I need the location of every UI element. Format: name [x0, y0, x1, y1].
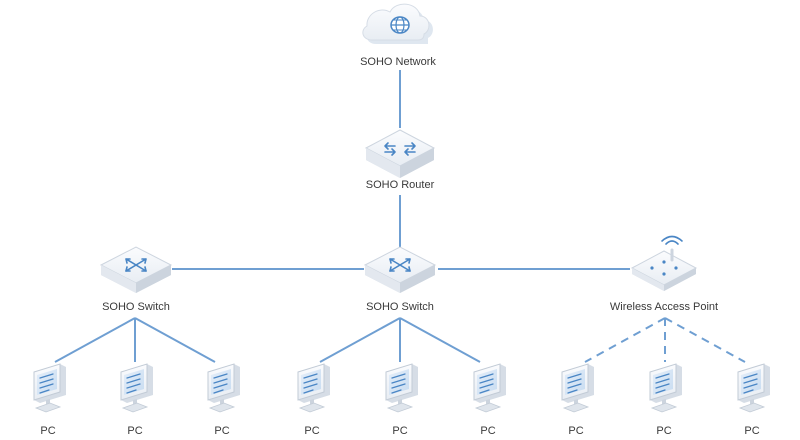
access-point-node[interactable]: Wireless Access Point	[610, 235, 718, 314]
switch-left-node[interactable]: SOHO Switch	[99, 246, 173, 313]
pc-node[interactable]: PC	[297, 363, 330, 437]
pc-label: PC	[214, 425, 229, 437]
pc-icon	[561, 363, 594, 413]
pc-icon	[297, 363, 330, 413]
pc-group: PC PC PC PC PC PC PC PC PC	[33, 363, 770, 437]
pc-node[interactable]: PC	[385, 363, 418, 437]
access-point-label: Wireless Access Point	[610, 301, 718, 313]
pc-node[interactable]: PC	[33, 363, 66, 437]
wireless-link-pc-9	[664, 317, 746, 363]
pc-icon	[473, 363, 506, 413]
link-switch-center-pc-6	[399, 317, 481, 363]
pc-label: PC	[127, 425, 142, 437]
pc-icon	[207, 363, 240, 413]
switch-left-label: SOHO Switch	[102, 301, 170, 313]
wireless-access-point-icon	[630, 235, 698, 291]
router-icon	[364, 129, 436, 178]
router-label: SOHO Router	[366, 179, 435, 191]
link-switch-center-pc-4	[319, 317, 401, 363]
pc-node[interactable]: PC	[649, 363, 682, 437]
pc-label: PC	[392, 425, 407, 437]
pc-label: PC	[744, 425, 759, 437]
pc-label: PC	[304, 425, 319, 437]
cloud-label: SOHO Network	[360, 56, 436, 68]
link-switch-left-pc-1	[54, 317, 136, 363]
pc-node[interactable]: PC	[120, 363, 153, 437]
switch-center-label: SOHO Switch	[366, 301, 434, 313]
link-switch-left-pc-3	[134, 317, 216, 363]
switch-center-node[interactable]: SOHO Switch	[363, 246, 437, 313]
router-node[interactable]: SOHO Router	[364, 129, 436, 191]
pc-node[interactable]: PC	[737, 363, 770, 437]
pc-icon	[649, 363, 682, 413]
pc-label: PC	[568, 425, 583, 437]
cloud-network-icon	[362, 3, 433, 44]
links	[54, 70, 746, 363]
pc-icon	[120, 363, 153, 413]
wireless-link-pc-7	[584, 317, 666, 363]
switch-icon	[363, 246, 437, 293]
pc-label: PC	[40, 425, 55, 437]
pc-node[interactable]: PC	[207, 363, 240, 437]
pc-icon	[33, 363, 66, 413]
pc-label: PC	[656, 425, 671, 437]
switch-icon	[99, 246, 173, 293]
pc-icon	[737, 363, 770, 413]
pc-node[interactable]: PC	[561, 363, 594, 437]
pc-label: PC	[480, 425, 495, 437]
pc-icon	[385, 363, 418, 413]
pc-node[interactable]: PC	[473, 363, 506, 437]
cloud-node[interactable]: SOHO Network	[360, 3, 436, 68]
